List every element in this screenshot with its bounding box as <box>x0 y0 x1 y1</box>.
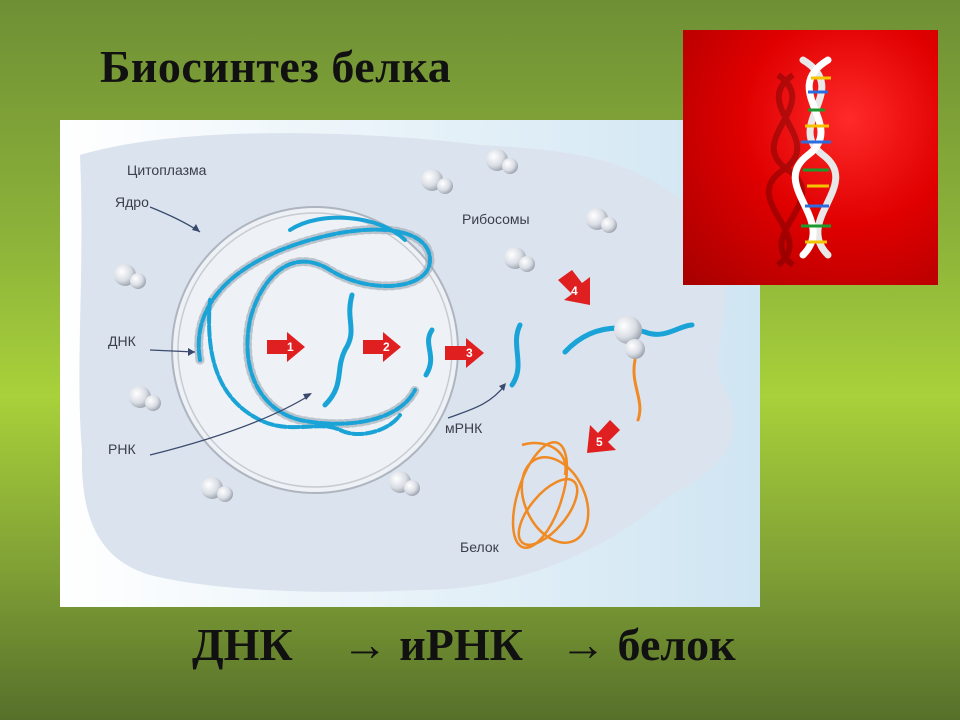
dna-helix-image <box>683 30 938 285</box>
label-cytoplasm: Цитоплазма <box>127 162 207 178</box>
label-ribosomes: Рибосомы <box>462 211 530 227</box>
label-nucleus: Ядро <box>115 194 149 210</box>
flow-mrna: иРНК <box>399 619 524 670</box>
step-arrow-2: 2 <box>363 332 401 362</box>
step-number: 4 <box>571 284 578 298</box>
helix-rungs <box>801 76 831 244</box>
step-number: 3 <box>466 346 473 360</box>
label-dna: ДНК <box>108 333 137 349</box>
mrna-strand <box>509 322 523 388</box>
pointer-lines <box>149 206 506 456</box>
rna-strand <box>322 292 355 408</box>
label-mrna: мРНК <box>445 420 483 436</box>
step-arrow-3: 3 <box>445 338 484 368</box>
step-number: 2 <box>383 340 390 354</box>
protein-synthesis-diagram: 1 2 3 4 5 Ц <box>60 120 760 607</box>
ribosome-group <box>114 149 617 502</box>
step-arrow-5: 5 <box>587 420 620 453</box>
step-arrow-4: 4 <box>558 270 590 305</box>
translation-mrna <box>562 322 695 355</box>
folded-protein <box>511 441 590 549</box>
ribosome-translating <box>614 316 642 344</box>
helix-strands <box>791 56 840 259</box>
nascent-polypeptide <box>632 358 642 422</box>
step-number: 5 <box>596 435 603 449</box>
flow-dna: ДНК <box>192 619 293 670</box>
dna-strand <box>194 215 435 436</box>
label-protein: Белок <box>460 539 500 555</box>
step-arrow-1: 1 <box>267 332 305 362</box>
flow-arrow-2: → <box>560 619 607 670</box>
nucleus <box>171 206 459 494</box>
synthesis-flow: ДНК → иРНК → белок <box>192 618 736 678</box>
page-title: Биосинтез белка <box>100 41 452 92</box>
label-rna: РНК <box>108 441 136 457</box>
rna-exit-strand <box>423 327 435 378</box>
flow-arrow-1: → <box>341 619 388 670</box>
step-number: 1 <box>287 340 294 354</box>
flow-protein: белок <box>617 619 736 670</box>
